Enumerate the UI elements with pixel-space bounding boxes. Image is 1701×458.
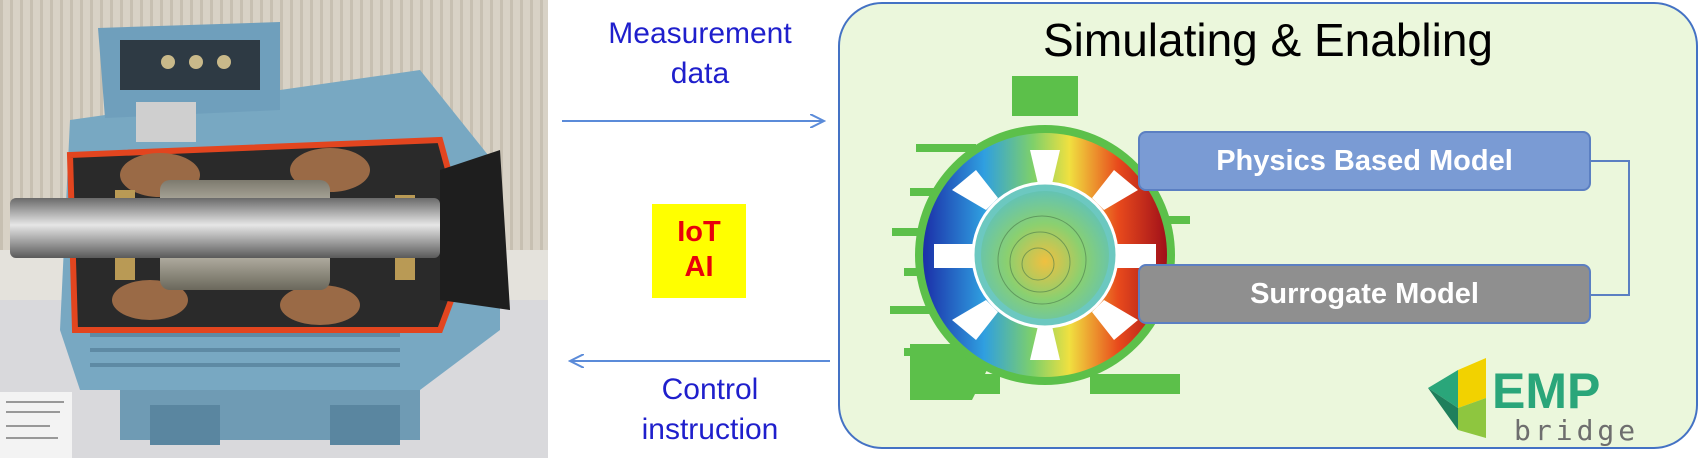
iot-label: IoT — [677, 216, 721, 248]
measurement-data-label: Measurement data — [608, 17, 792, 90]
logo-sub-text: bridge — [1514, 414, 1639, 446]
physics-based-model-box: Physics Based Model — [1138, 131, 1591, 191]
ai-label: AI — [684, 251, 714, 283]
model-connector-bracket — [1590, 160, 1630, 296]
surrogate-model-box: Surrogate Model — [1138, 264, 1591, 324]
emp-bridge-logo-icon: EMP bridge — [1428, 358, 1639, 446]
motor-cutaway-photo — [0, 0, 548, 458]
iot-ai-badge: IoT AI — [652, 204, 746, 298]
control-instruction-label: Control instruction — [641, 373, 779, 446]
motor-field-simulation-icon — [890, 76, 1190, 400]
panel-title: Simulating & Enabling — [1042, 14, 1494, 66]
logo-main-text: EMP — [1492, 363, 1600, 419]
